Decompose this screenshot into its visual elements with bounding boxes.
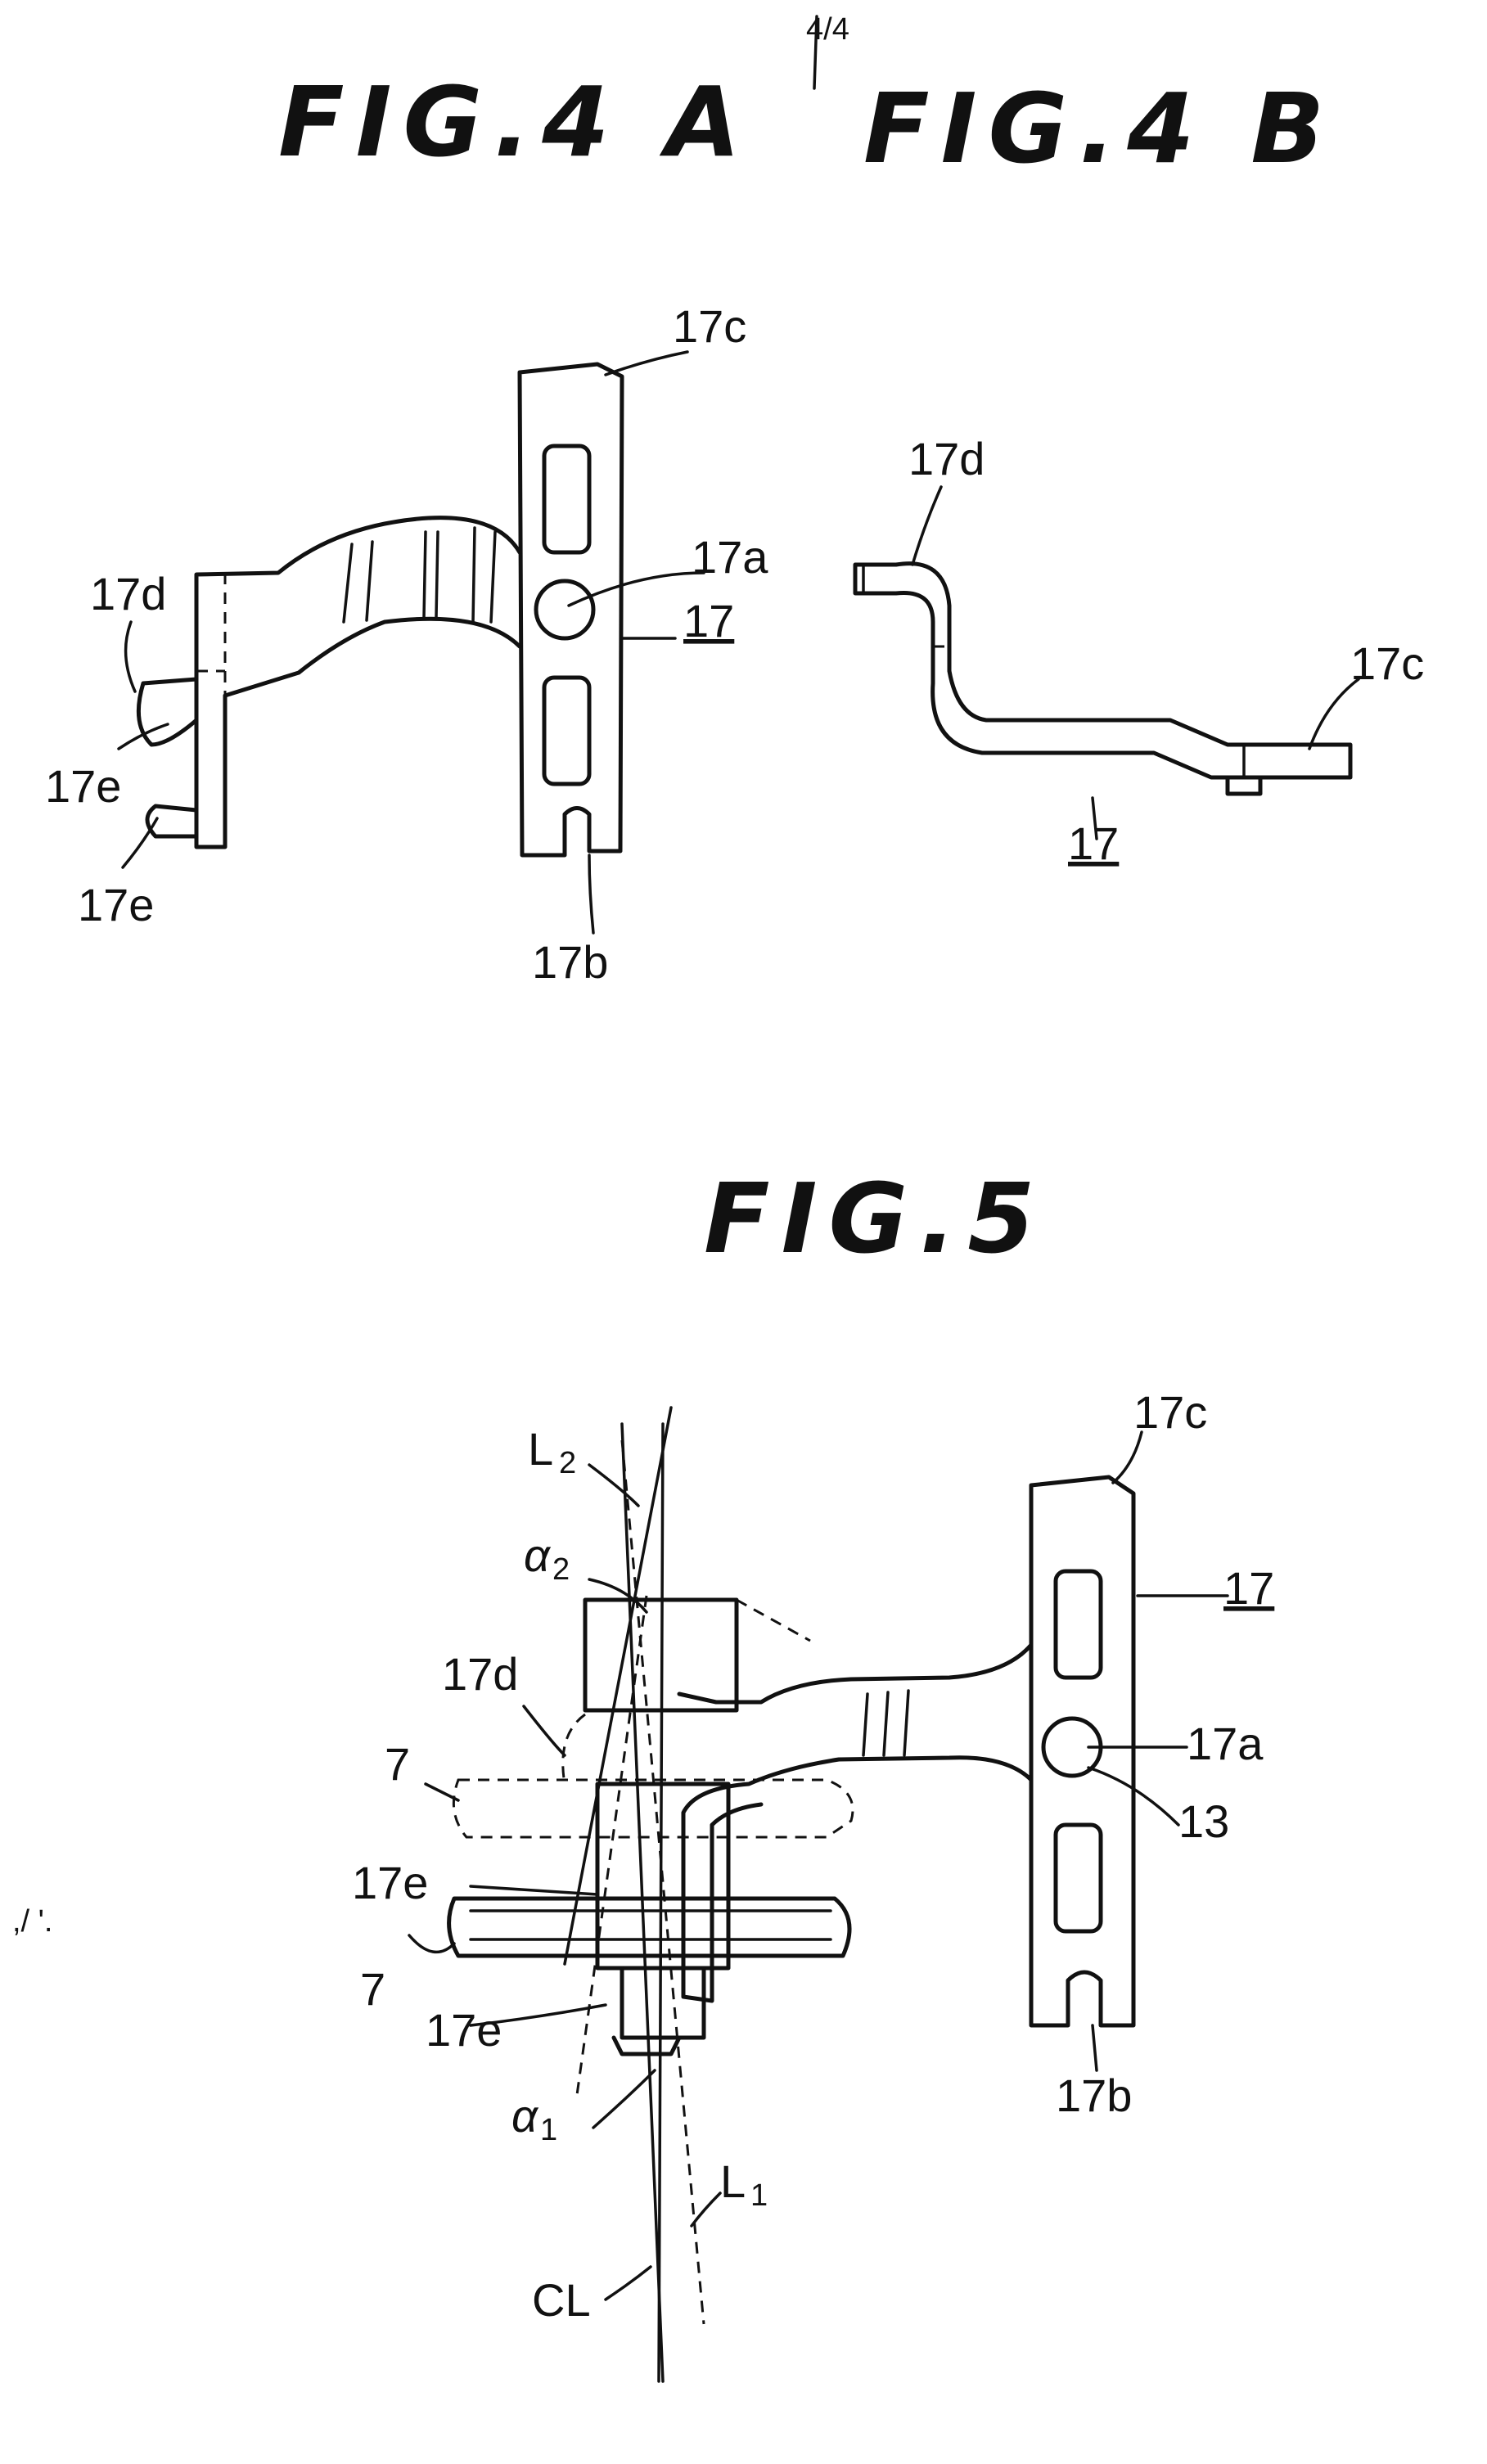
fig-5-label-l2-sub: 2: [559, 1446, 576, 1480]
fig-5-label-alpha2-sub: 2: [552, 1552, 570, 1587]
fig-5-label-17b: 17b: [1056, 2070, 1132, 2121]
fig-4b-part-17: [855, 564, 1350, 794]
stray-mark: ,/ '.: [12, 1904, 53, 1939]
fig-4a-part-17: [138, 364, 622, 855]
fig-5-label-alpha1: α: [511, 2090, 539, 2142]
fig-4a-label-17: 17: [683, 595, 734, 646]
fig-4a-label-17b: 17b: [532, 936, 608, 988]
fig-5-label-l1: L: [720, 2155, 746, 2207]
fig-5-label-17e-upper: 17e: [352, 1857, 428, 1908]
fig-5-label-cl: CL: [532, 2274, 591, 2326]
fig-4a-label-17e-upper: 17e: [45, 760, 121, 812]
fig-5-label-7-upper: 7: [385, 1738, 410, 1790]
fig-5-label-13: 13: [1178, 1795, 1229, 1847]
fig-5-blocks: [563, 1600, 810, 2054]
fig-4b-label-17c: 17c: [1350, 637, 1424, 689]
fig-4a-label-17c: 17c: [673, 300, 746, 352]
fig-5-label-alpha2: α: [524, 1529, 552, 1581]
fig-5-label-17: 17: [1223, 1562, 1274, 1614]
fig-5-label-alpha1-sub: 1: [540, 2113, 557, 2147]
centerline-cl: [659, 1424, 663, 2381]
fig-5-label-17d: 17d: [442, 1648, 518, 1700]
fig-5-part-17: [679, 1477, 1133, 2025]
fig-4b-label-17d: 17d: [908, 433, 985, 484]
fig-4a-label-17a: 17a: [692, 531, 768, 583]
fig-4b-leaders: [912, 487, 1359, 839]
fig-5-label-17a: 17a: [1187, 1718, 1264, 1769]
fig-4b-label-17: 17: [1068, 818, 1119, 869]
fig-5-pins: [449, 1780, 853, 1956]
fig-4a-label-17e-lower: 17e: [78, 879, 154, 930]
fig-5-label-17e-lower: 17e: [426, 2004, 502, 2056]
fig-5-label-l2: L: [528, 1423, 553, 1475]
fig-5-label-l1-sub: 1: [750, 2178, 768, 2213]
page-number: 4/4: [806, 12, 849, 47]
fig-4a-label-17d: 17d: [90, 568, 166, 619]
fig-5-label-17c: 17c: [1133, 1386, 1207, 1438]
fig-5-label-7-lower: 7: [360, 1963, 385, 2015]
